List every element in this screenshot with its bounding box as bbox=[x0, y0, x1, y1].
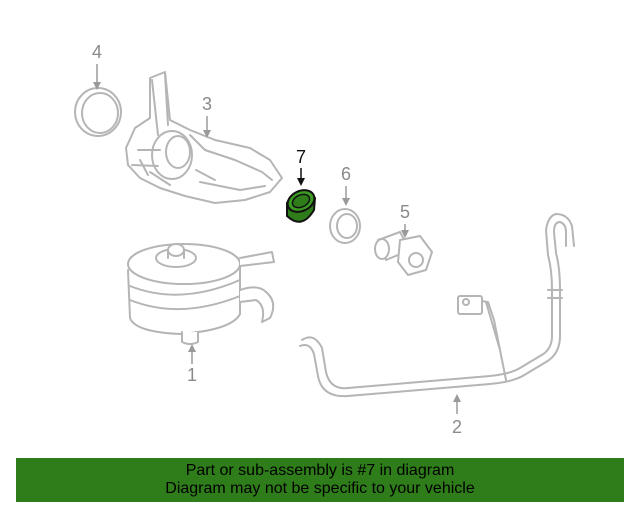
part-7-seal-highlighted[interactable] bbox=[284, 186, 318, 223]
banner-line-1: Part or sub-assembly is #7 in diagram bbox=[185, 462, 455, 479]
part-5-bolt[interactable] bbox=[374, 231, 433, 276]
banner-line-2: Diagram may not be specific to your vehi… bbox=[165, 480, 475, 497]
part-4-seal-ring[interactable] bbox=[74, 87, 122, 137]
callout-5-number: 5 bbox=[400, 202, 410, 222]
callout-1: 1 bbox=[187, 344, 197, 385]
callout-7-number: 7 bbox=[296, 147, 306, 167]
callout-1-number: 1 bbox=[187, 365, 197, 385]
callout-3: 3 bbox=[202, 94, 212, 138]
callout-7: 7 bbox=[296, 147, 306, 186]
part-6-seal-ring[interactable] bbox=[329, 208, 361, 244]
callout-2-number: 2 bbox=[452, 417, 462, 437]
callout-3-number: 3 bbox=[202, 94, 212, 114]
callout-2: 2 bbox=[452, 394, 462, 437]
callout-6: 6 bbox=[341, 164, 351, 206]
part-3-housing[interactable] bbox=[125, 71, 283, 204]
info-banner: Part or sub-assembly is #7 in diagram Di… bbox=[16, 458, 624, 502]
part-2-oil-line[interactable] bbox=[299, 213, 575, 398]
callout-4: 4 bbox=[92, 42, 102, 90]
callout-4-number: 4 bbox=[92, 42, 102, 62]
part-1-oil-cooler[interactable] bbox=[127, 243, 275, 345]
callout-6-number: 6 bbox=[341, 164, 351, 184]
callout-5: 5 bbox=[400, 202, 410, 238]
